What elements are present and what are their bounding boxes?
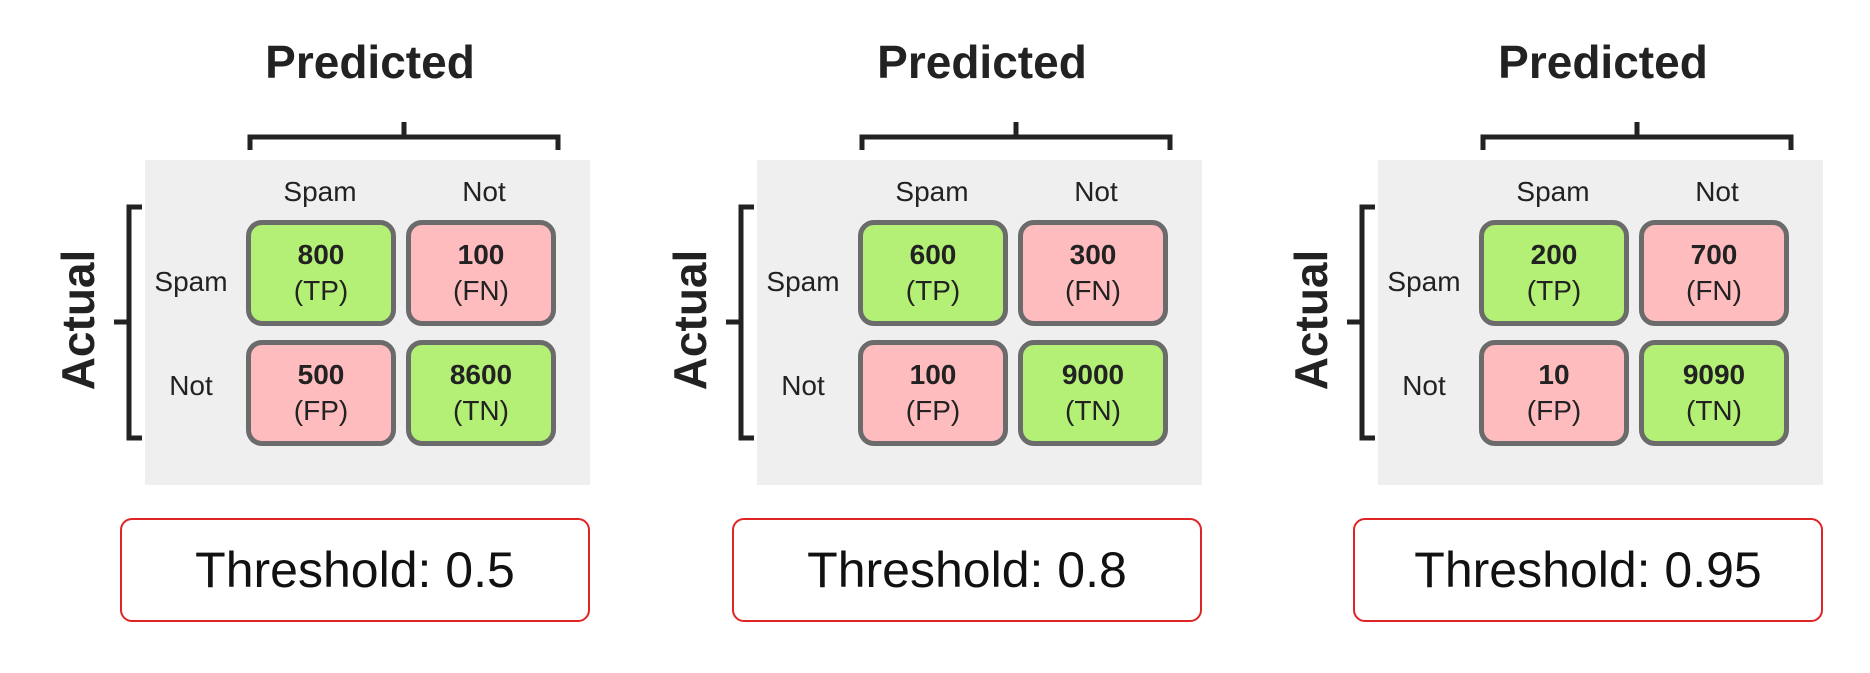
column-label-spam: Spam: [283, 176, 357, 207]
cell-tag: (FN): [1065, 275, 1121, 306]
row-label-spam: Spam: [766, 266, 840, 297]
confusion-matrix-panel-3: Predicted Actual Spam Not Spam Not 200 (…: [1233, 0, 1833, 673]
predicted-axis-title: Predicted: [1498, 36, 1708, 88]
column-label-not: Not: [1074, 176, 1118, 207]
brackets: [114, 122, 561, 441]
predicted-bracket: [859, 122, 1173, 150]
cell-tag: (TP): [1526, 275, 1582, 306]
row-label-not: Not: [1402, 370, 1446, 401]
column-label-not: Not: [462, 176, 506, 207]
cell-true-positive: 800 (TP): [246, 220, 396, 326]
predicted-bracket: [247, 122, 561, 150]
cell-false-positive: 500 (FP): [246, 340, 396, 446]
cell-value: 700: [1690, 239, 1738, 270]
cell-value: 200: [1530, 239, 1578, 270]
row-label-spam: Spam: [154, 266, 228, 297]
cell-value: 8600: [449, 359, 513, 390]
cell-value: 600: [909, 239, 957, 270]
cell-false-negative: 300 (FN): [1018, 220, 1168, 326]
cell-tag: (TN): [1686, 395, 1742, 426]
column-label-not: Not: [1695, 176, 1739, 207]
row-label-spam: Spam: [1387, 266, 1461, 297]
predicted-axis-title: Predicted: [877, 36, 1087, 88]
cell-true-negative: 9000 (TN): [1018, 340, 1168, 446]
cell-value: 800: [297, 239, 345, 270]
cell-false-positive: 100 (FP): [858, 340, 1008, 446]
actual-axis-title: Actual: [1285, 249, 1337, 391]
cell-value: 10: [1538, 359, 1570, 390]
cell-value: 300: [1069, 239, 1117, 270]
actual-bracket: [114, 204, 142, 441]
cell-value: 100: [457, 239, 505, 270]
cell-false-negative: 100 (FN): [406, 220, 556, 326]
predicted-bracket: [1480, 122, 1794, 150]
cell-true-negative: 9090 (TN): [1639, 340, 1789, 446]
brackets: [1347, 122, 1794, 441]
cell-true-negative: 8600 (TN): [406, 340, 556, 446]
cell-tag: (FN): [453, 275, 509, 306]
threshold-label: Threshold: 0.5: [120, 518, 590, 622]
cell-value: 9090: [1682, 359, 1746, 390]
column-label-spam: Spam: [1516, 176, 1590, 207]
confusion-matrix-panel-1: Predicted Actual Spam Not Spam Not 800 (…: [0, 0, 600, 673]
cell-tag: (FN): [1686, 275, 1742, 306]
cell-false-negative: 700 (FN): [1639, 220, 1789, 326]
actual-axis-title: Actual: [52, 249, 104, 391]
actual-axis-title: Actual: [664, 249, 716, 391]
cell-false-positive: 10 (FP): [1479, 340, 1629, 446]
predicted-axis-title: Predicted: [265, 36, 475, 88]
cell-value: 100: [909, 359, 957, 390]
row-label-not: Not: [781, 370, 825, 401]
cell-true-positive: 200 (TP): [1479, 220, 1629, 326]
brackets: [726, 122, 1173, 441]
cell-tag: (FP): [293, 395, 349, 426]
confusion-matrix-panel-2: Predicted Actual Spam Not Spam Not 600 (…: [612, 0, 1212, 673]
cell-tag: (TN): [1065, 395, 1121, 426]
threshold-label: Threshold: 0.95: [1353, 518, 1823, 622]
cell-tag: (FP): [1526, 395, 1582, 426]
cell-tag: (FP): [905, 395, 961, 426]
cell-tag: (TP): [293, 275, 349, 306]
cell-tag: (TP): [905, 275, 961, 306]
actual-bracket: [1347, 204, 1375, 441]
row-label-not: Not: [169, 370, 213, 401]
column-label-spam: Spam: [895, 176, 969, 207]
cell-tag: (TN): [453, 395, 509, 426]
threshold-label: Threshold: 0.8: [732, 518, 1202, 622]
cell-true-positive: 600 (TP): [858, 220, 1008, 326]
cell-value: 500: [297, 359, 345, 390]
actual-bracket: [726, 204, 754, 441]
cell-value: 9000: [1061, 359, 1125, 390]
